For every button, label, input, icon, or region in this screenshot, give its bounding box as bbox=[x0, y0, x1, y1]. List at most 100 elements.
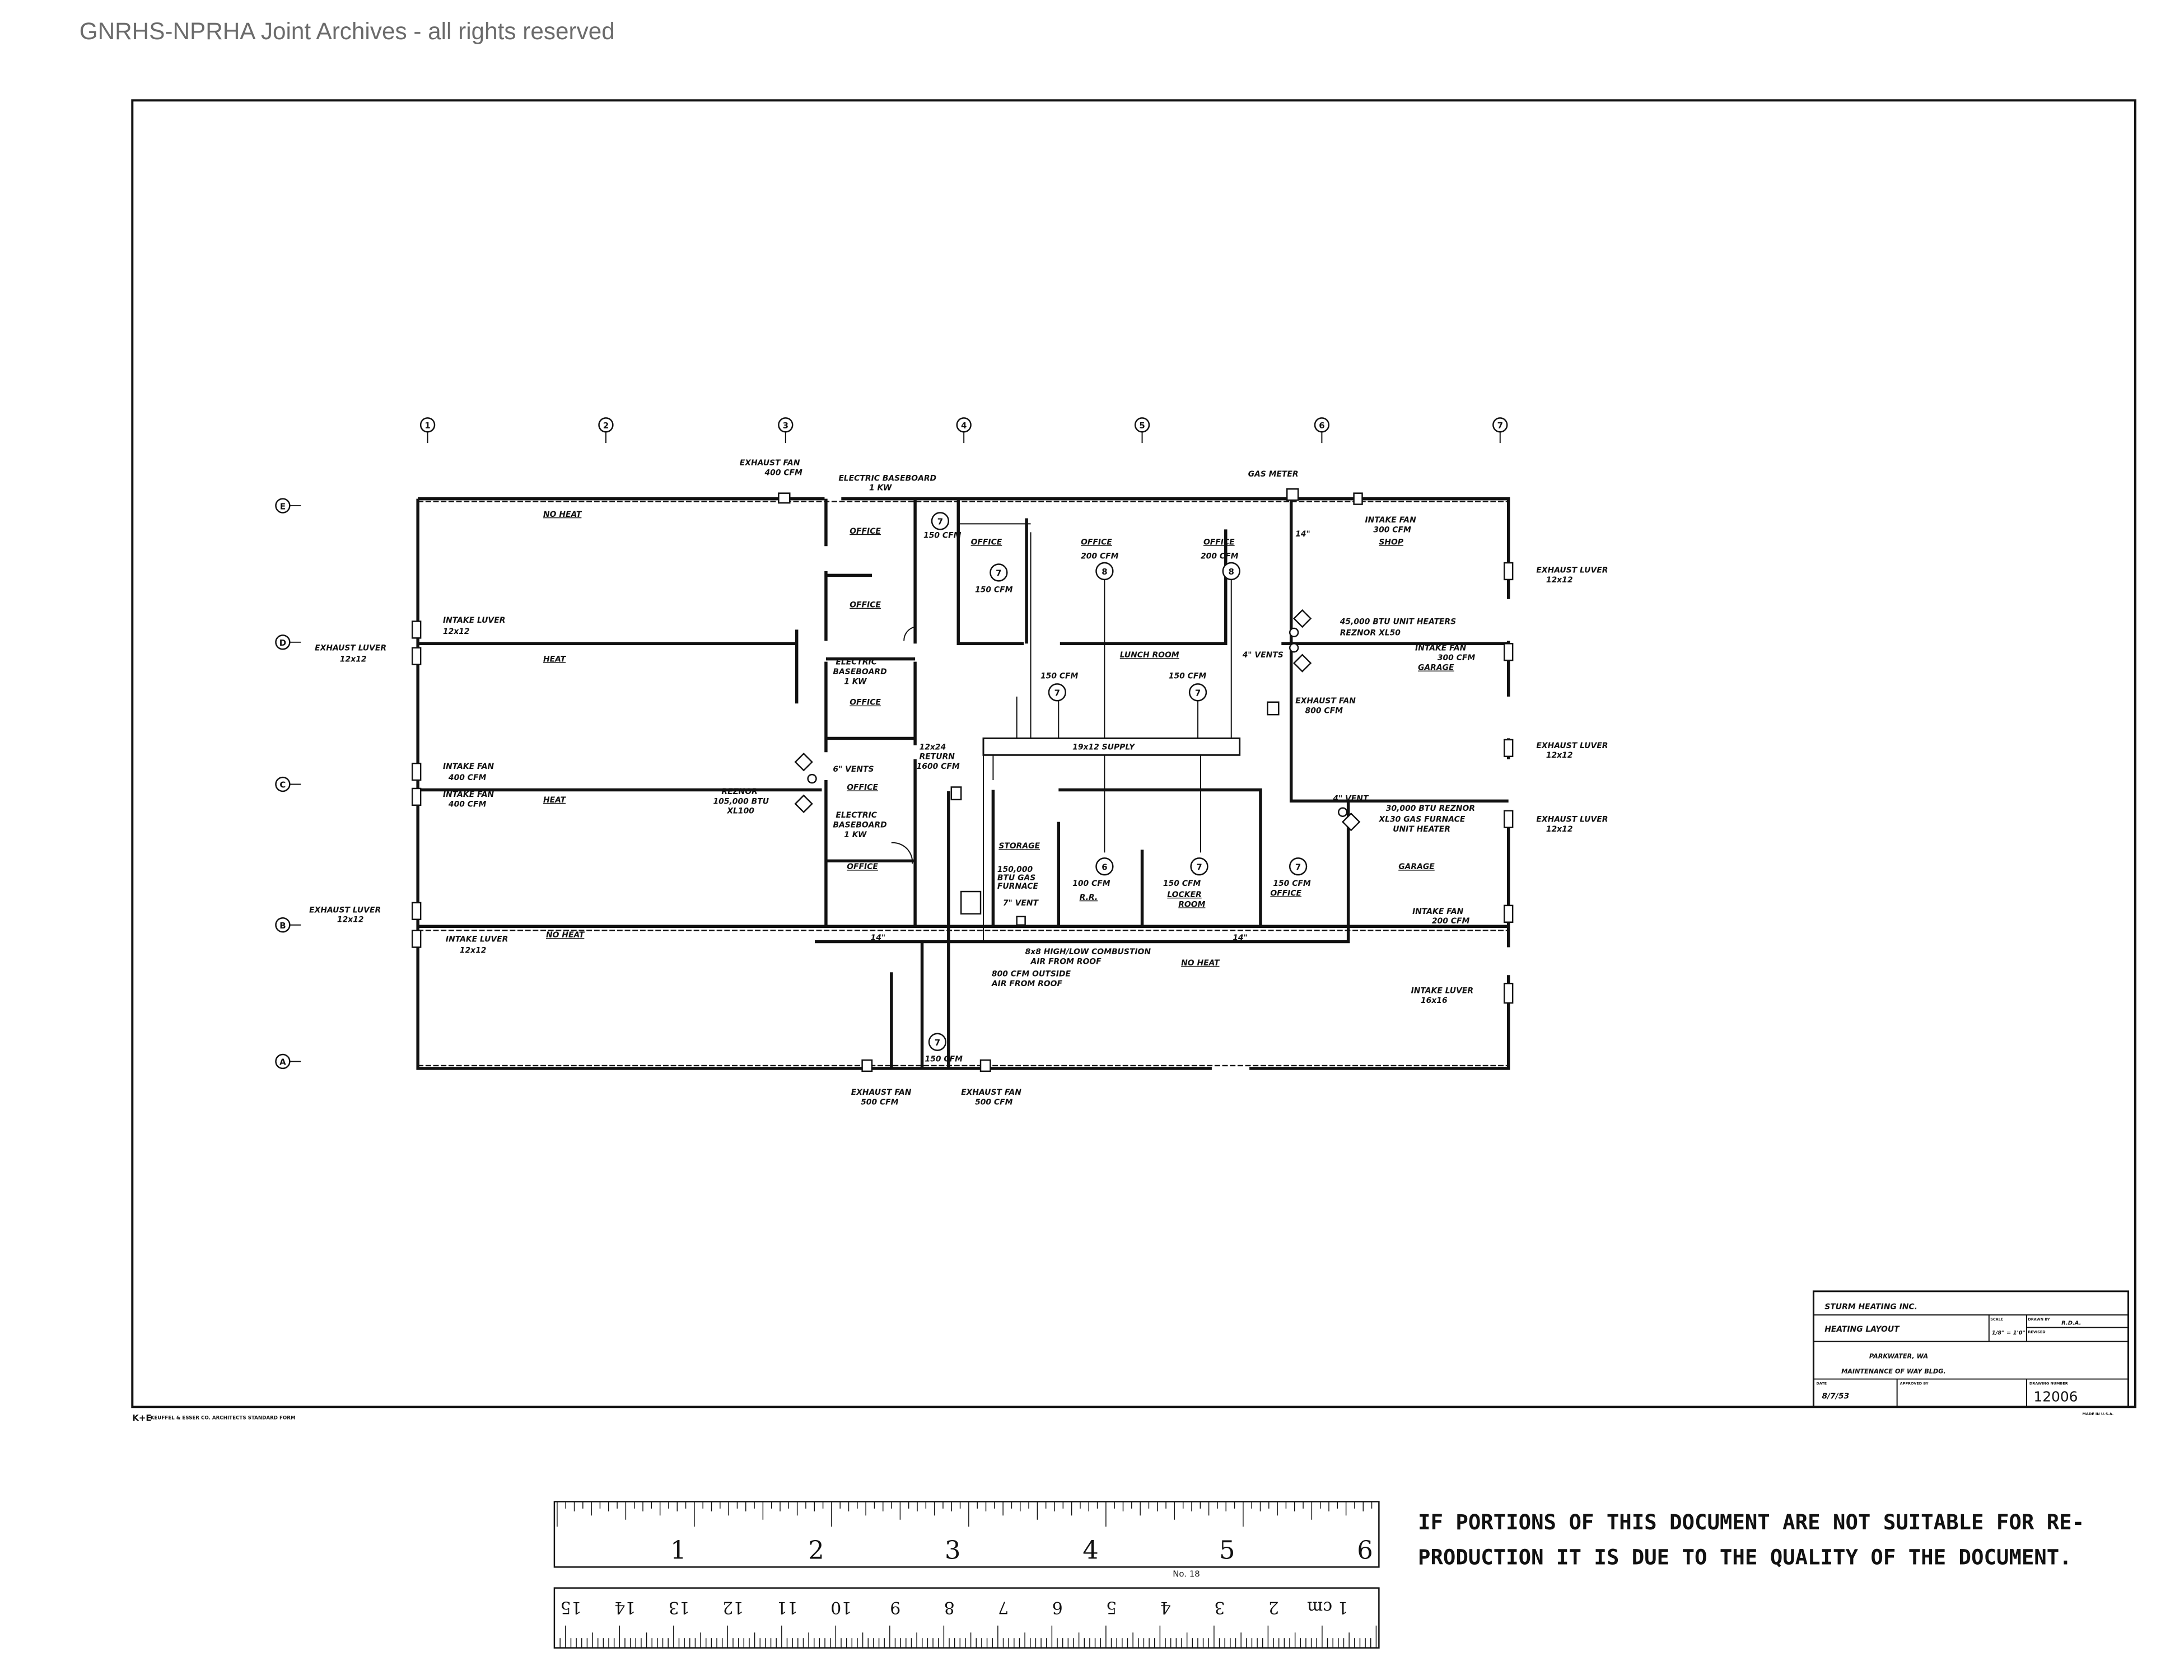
svg-text:150 CFM: 150 CFM bbox=[1273, 879, 1311, 888]
paper-form-text: KEUFFEL & ESSER CO. ARCHITECTS STANDARD … bbox=[151, 1416, 296, 1421]
svg-text:1 KW: 1 KW bbox=[844, 677, 867, 686]
svg-text:EXHAUST LUVER: EXHAUST LUVER bbox=[1536, 741, 1608, 750]
exhaust-louver-icon bbox=[411, 902, 422, 921]
room-label: OFFICE bbox=[850, 527, 881, 536]
svg-text:150 CFM: 150 CFM bbox=[923, 531, 962, 540]
svg-text:SCALE: SCALE bbox=[1990, 1317, 2003, 1322]
svg-text:DRAWN BY: DRAWN BY bbox=[2028, 1317, 2050, 1322]
reproduction-notice: IF PORTIONS OF THIS DOCUMENT ARE NOT SUI… bbox=[1418, 1510, 2084, 1569]
cm-label: 7 bbox=[998, 1598, 1009, 1617]
room-label: OFFICE bbox=[847, 783, 878, 792]
svg-text:REVISED: REVISED bbox=[2028, 1329, 2046, 1334]
svg-text:7: 7 bbox=[937, 517, 943, 527]
column-marker-6: 6 bbox=[1314, 417, 1330, 444]
svg-text:7: 7 bbox=[996, 568, 1001, 578]
svg-text:500 CFM: 500 CFM bbox=[975, 1098, 1013, 1107]
svg-text:BASEBOARD: BASEBOARD bbox=[833, 821, 886, 830]
room-label: GARAGE bbox=[1418, 664, 1454, 673]
svg-text:IF PORTIONS OF THIS DOCUMENT A: IF PORTIONS OF THIS DOCUMENT ARE NOT SUI… bbox=[1418, 1510, 2084, 1534]
svg-text:ELECTRIC: ELECTRIC bbox=[836, 811, 877, 820]
svg-text:7: 7 bbox=[1196, 862, 1202, 872]
svg-text:D: D bbox=[279, 638, 286, 648]
svg-text:1 KW: 1 KW bbox=[869, 484, 892, 493]
intake-louver-icon bbox=[411, 620, 422, 639]
svg-text:12x12: 12x12 bbox=[443, 627, 470, 636]
svg-text:14": 14" bbox=[1295, 530, 1310, 539]
svg-text:A: A bbox=[279, 1057, 286, 1067]
diffuser: 7 150 CFM bbox=[1163, 857, 1208, 888]
svg-text:12x24: 12x24 bbox=[920, 743, 946, 752]
svg-text:200 CFM: 200 CFM bbox=[1081, 552, 1119, 561]
row-marker-d: D bbox=[275, 634, 301, 650]
svg-text:ELECTRIC: ELECTRIC bbox=[836, 658, 877, 667]
drawing-title: HEATING LAYOUT bbox=[1824, 1325, 1900, 1334]
cm-label: 14 bbox=[614, 1598, 636, 1617]
svg-text:EXHAUST LUVER: EXHAUST LUVER bbox=[1536, 815, 1608, 824]
column-marker-7: 7 bbox=[1492, 417, 1508, 444]
svg-text:AIR FROM ROOF: AIR FROM ROOF bbox=[1030, 957, 1102, 966]
room-label: NO HEAT bbox=[543, 510, 582, 519]
svg-text:7: 7 bbox=[1497, 421, 1503, 431]
svg-text:6: 6 bbox=[1357, 1535, 1373, 1565]
svg-text:400 CFM: 400 CFM bbox=[764, 468, 802, 477]
return-grille-icon bbox=[950, 786, 962, 801]
svg-text:EXHAUST LUVER: EXHAUST LUVER bbox=[1536, 566, 1608, 575]
svg-text:EXHAUST LUVER: EXHAUST LUVER bbox=[309, 906, 381, 914]
svg-text:8: 8 bbox=[1102, 567, 1107, 577]
svg-text:INTAKE FAN: INTAKE FAN bbox=[443, 762, 494, 771]
svg-text:UNIT HEATER: UNIT HEATER bbox=[1393, 825, 1450, 834]
room-label: SHOP bbox=[1379, 538, 1403, 547]
archive-watermark: GNRHS-NPRHA Joint Archives - all rights … bbox=[80, 18, 615, 44]
svg-text:12x12: 12x12 bbox=[460, 946, 487, 955]
svg-text:300 CFM: 300 CFM bbox=[1438, 654, 1476, 662]
company-name: STURM HEATING INC. bbox=[1824, 1303, 1917, 1312]
cm-label: 11 bbox=[777, 1598, 798, 1617]
svg-text:INTAKE FAN: INTAKE FAN bbox=[1412, 907, 1464, 916]
svg-text:EXHAUST FAN: EXHAUST FAN bbox=[961, 1088, 1021, 1097]
project-line-1: PARKWATER, WA bbox=[1869, 1352, 1928, 1360]
row-grid-markers: E D C B A bbox=[275, 498, 301, 1070]
svg-text:AIR FROM ROOF: AIR FROM ROOF bbox=[991, 979, 1063, 988]
column-grid-markers: 1 2 3 4 5 6 7 bbox=[419, 417, 1508, 444]
svg-text:5: 5 bbox=[1139, 421, 1145, 431]
row-marker-a: A bbox=[275, 1053, 301, 1070]
svg-text:B: B bbox=[279, 921, 286, 931]
intake-louver-icon bbox=[1503, 982, 1514, 1004]
svg-text:150 CFM: 150 CFM bbox=[1169, 671, 1207, 680]
exhaust-fan-icon bbox=[778, 492, 791, 504]
svg-text:PRODUCTION IT IS DUE TO THE QU: PRODUCTION IT IS DUE TO THE QUALITY OF T… bbox=[1418, 1544, 2072, 1569]
supply-duct: 19x12 SUPPLY bbox=[958, 523, 1241, 942]
svg-text:4" VENT: 4" VENT bbox=[1332, 794, 1369, 803]
svg-text:45,000 BTU UNIT HEATERS: 45,000 BTU UNIT HEATERS bbox=[1340, 617, 1456, 626]
furnace-icon bbox=[960, 890, 982, 915]
svg-text:150 CFM: 150 CFM bbox=[975, 585, 1013, 594]
cm-label: 12 bbox=[722, 1598, 744, 1617]
intake-fan-icon bbox=[411, 762, 422, 781]
svg-text:BTU GAS: BTU GAS bbox=[997, 874, 1035, 883]
svg-text:150 CFM: 150 CFM bbox=[1163, 879, 1201, 888]
combustion-air-icon bbox=[1016, 916, 1026, 926]
svg-text:ELECTRIC BASEBOARD: ELECTRIC BASEBOARD bbox=[838, 474, 936, 483]
svg-text:RETURN: RETURN bbox=[920, 753, 955, 762]
svg-text:1 KW: 1 KW bbox=[844, 830, 867, 839]
svg-text:12x12: 12x12 bbox=[340, 655, 367, 664]
svg-text:1600 CFM: 1600 CFM bbox=[917, 762, 960, 771]
room-label: NO HEAT bbox=[1181, 959, 1220, 968]
room-label: NO HEAT bbox=[546, 931, 585, 940]
sheet-border bbox=[131, 99, 2136, 1408]
intake-fan-icon bbox=[411, 787, 422, 806]
room-label: OFFICE bbox=[1270, 889, 1301, 898]
inch-ticks bbox=[557, 1501, 1373, 1527]
svg-text:FURNACE: FURNACE bbox=[997, 882, 1039, 891]
svg-text:200 CFM: 200 CFM bbox=[1201, 552, 1239, 561]
svg-text:4: 4 bbox=[1082, 1535, 1098, 1565]
svg-text:150 CFM: 150 CFM bbox=[1040, 671, 1079, 680]
svg-text:4: 4 bbox=[961, 421, 967, 431]
svg-text:1: 1 bbox=[424, 421, 430, 431]
room-label: STORAGE bbox=[998, 842, 1040, 851]
exhaust-louver-icon bbox=[1503, 810, 1514, 828]
svg-text:105,000 BTU: 105,000 BTU bbox=[713, 797, 769, 806]
svg-text:8: 8 bbox=[1229, 567, 1234, 577]
